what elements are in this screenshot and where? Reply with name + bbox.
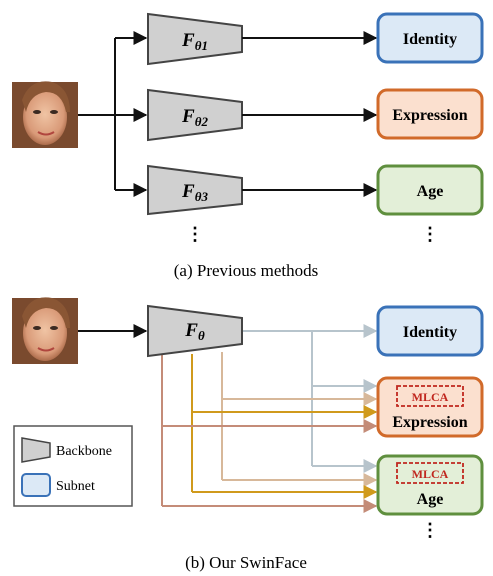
- face-image-a: [12, 81, 78, 148]
- backbone-theta2-sub: θ2: [195, 114, 209, 129]
- svg-text:Fθ3: Fθ3: [181, 181, 208, 204]
- caption-b: (b) Our SwinFace: [185, 553, 307, 572]
- svg-text:Identity: Identity: [403, 324, 457, 341]
- svg-text:Fθ: Fθ: [184, 320, 205, 343]
- legend-subnet-label: Subnet: [56, 479, 95, 494]
- backbone-subnet-arrows-a: [242, 31, 378, 197]
- subnet-expression-b: MLCA Expression: [376, 376, 484, 438]
- subnet-age-a: Age: [376, 164, 484, 216]
- backbone-theta2-main: F: [181, 106, 195, 127]
- subnet-identity-b: Identity: [376, 305, 484, 357]
- subnet-age-b: MLCA Age: [376, 454, 484, 516]
- legend-backbone-label: Backbone: [56, 444, 112, 459]
- svg-text:Age: Age: [417, 183, 444, 200]
- ellipsis-subnets-b: ⋮: [421, 520, 439, 540]
- input-branch-lines-a: [78, 31, 148, 197]
- mlca-badge-expression: [396, 385, 464, 407]
- backbone-theta3: Fθ3: [147, 164, 243, 216]
- legend-backbone-swatch: [21, 437, 51, 463]
- ellipsis-subnets-a: ⋮: [421, 224, 439, 244]
- svg-text:Fθ2: Fθ2: [181, 106, 208, 129]
- backbone-theta-main: F: [184, 320, 198, 341]
- subnet-expression-a: Expression: [376, 88, 484, 140]
- svg-text:Expression: Expression: [392, 414, 467, 431]
- svg-text:Fθ1: Fθ1: [181, 30, 208, 53]
- legend-subnet-swatch: [21, 473, 51, 497]
- backbone-theta3-sub: θ3: [195, 189, 209, 204]
- legend: Backbone Subnet: [13, 425, 133, 507]
- mlca-label-expression: MLCA: [412, 390, 449, 404]
- caption-a: (a) Previous methods: [174, 261, 318, 280]
- backbone-theta3-main: F: [181, 181, 195, 202]
- connection-lines-b: [161, 324, 378, 513]
- backbone-theta1-main: F: [181, 30, 195, 51]
- mlca-label-age: MLCA: [412, 467, 449, 481]
- backbone-theta: Fθ: [147, 304, 243, 358]
- backbone-theta1: Fθ1: [147, 12, 243, 66]
- panel-b: Fθ Identity MLCA Expression MLCA Age ⋮ B…: [12, 297, 484, 572]
- backbone-theta1-sub: θ1: [195, 38, 208, 53]
- backbone-theta2: Fθ2: [147, 88, 243, 142]
- panel-a: Fθ1 Fθ2 Fθ3 Identity Expre: [12, 12, 484, 280]
- svg-text:Age: Age: [417, 491, 444, 508]
- svg-text:Identity: Identity: [403, 31, 457, 48]
- svg-text:Expression: Expression: [392, 107, 467, 124]
- ellipsis-backbones-a: ⋮: [186, 224, 204, 244]
- mlca-badge-age: [396, 462, 464, 484]
- face-image-b: [12, 297, 78, 364]
- subnet-identity-a: Identity: [376, 12, 484, 64]
- backbone-theta-sub: θ: [198, 328, 205, 343]
